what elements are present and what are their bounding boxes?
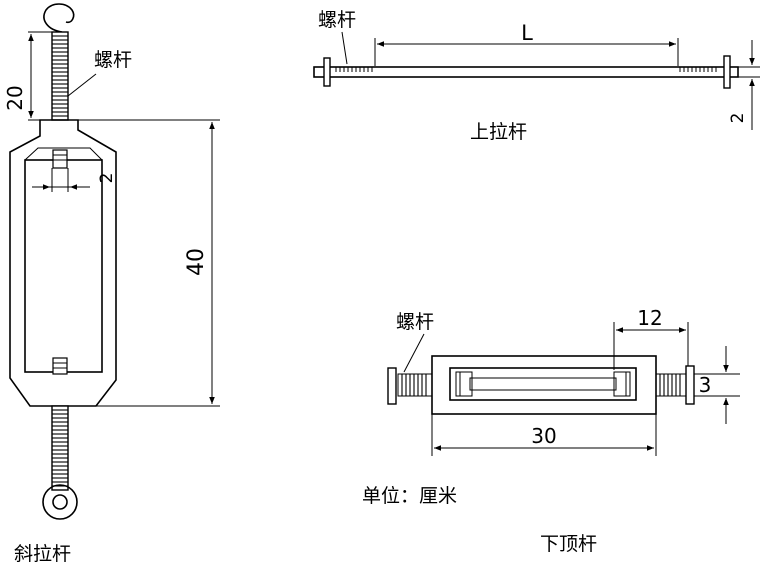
bottom-right-screw-threads xyxy=(659,374,681,396)
diagonal-screw-label: 螺杆 xyxy=(94,49,132,71)
screw-end-top xyxy=(52,149,68,169)
top-rod-figure: L 2 螺杆 上拉杆 xyxy=(313,9,760,143)
top-rod-left-plate xyxy=(323,57,331,87)
bottom-rod-body xyxy=(431,355,657,415)
top-rod-left-threads xyxy=(335,67,373,72)
top-rod-right-threads xyxy=(679,67,717,72)
bottom-eye-outer xyxy=(42,484,78,520)
screw-end-bottom xyxy=(52,357,68,375)
inner-tab-top xyxy=(24,147,103,161)
dim-length-L: L xyxy=(521,21,533,45)
lower-screw-threads xyxy=(52,409,68,487)
bottom-left-screw-threads xyxy=(401,374,427,396)
bottom-rod-inner-collar-left xyxy=(455,371,473,397)
bottom-right-end-plate xyxy=(685,365,695,405)
bottom-left-screw xyxy=(397,373,433,397)
top-rod-caption: 上拉杆 xyxy=(470,121,527,143)
top-screw-label: 螺杆 xyxy=(318,9,356,31)
unit-note: 单位：厘米 xyxy=(362,485,457,507)
dim-thread-12: 12 xyxy=(637,306,662,330)
diagonal-rod-caption: 斜拉杆 xyxy=(14,543,71,565)
bottom-screw-leader xyxy=(403,333,425,373)
turnbuckle-body-window xyxy=(24,159,103,373)
top-hook xyxy=(43,3,75,33)
dim-length-30: 30 xyxy=(531,424,556,448)
bottom-rod-inner-collar-right xyxy=(613,371,631,397)
bottom-left-end-plate xyxy=(387,367,397,405)
dim-length-40: 40 xyxy=(184,248,209,276)
diagonal-screw-leader xyxy=(67,73,97,97)
bottom-eye-inner xyxy=(52,494,68,510)
dim-thickness-2: 2 xyxy=(728,113,748,124)
dim-thread-20: 20 xyxy=(3,85,27,110)
upper-screw-threads xyxy=(52,35,68,117)
top-screw-leader xyxy=(341,31,348,65)
diagonal-rod-figure: 20 40 2 螺杆 斜拉杆 xyxy=(3,3,220,565)
top-rod-body xyxy=(313,66,739,78)
dim-gap-2: 2 xyxy=(97,173,117,184)
top-rod-right-plate xyxy=(723,55,731,89)
lower-screw xyxy=(51,405,69,491)
bottom-rod-caption: 下顶杆 xyxy=(540,533,597,555)
bottom-rod-inner-rod xyxy=(469,377,617,391)
bottom-rod-figure: 12 30 3 螺杆 单位：厘米 下顶杆 xyxy=(362,306,740,555)
bottom-screw-label: 螺杆 xyxy=(396,311,434,333)
bottom-rod-window xyxy=(449,367,637,401)
dim-diameter-3: 3 xyxy=(699,373,712,397)
